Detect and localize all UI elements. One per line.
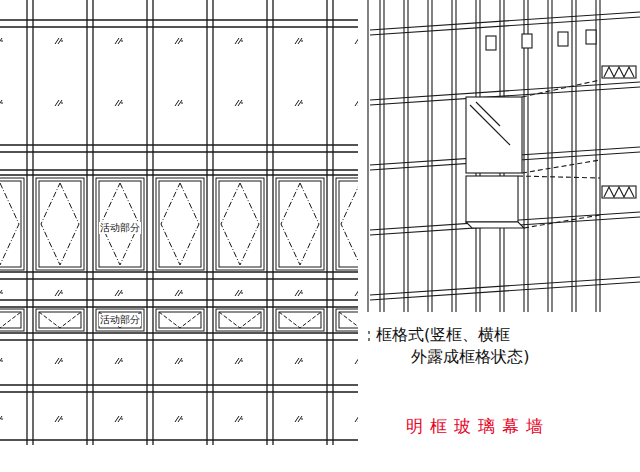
bullet-mark bbox=[368, 331, 369, 341]
part-label: 活动部分 bbox=[99, 222, 141, 234]
part-label: 活动部分 bbox=[99, 314, 141, 326]
perspective-view bbox=[368, 0, 640, 312]
caption: 明框玻璃幕墙 bbox=[406, 416, 550, 436]
elevation-view bbox=[0, 0, 358, 445]
description-note: 框格式(竖框、横框 外露成框格状态) bbox=[376, 324, 581, 367]
